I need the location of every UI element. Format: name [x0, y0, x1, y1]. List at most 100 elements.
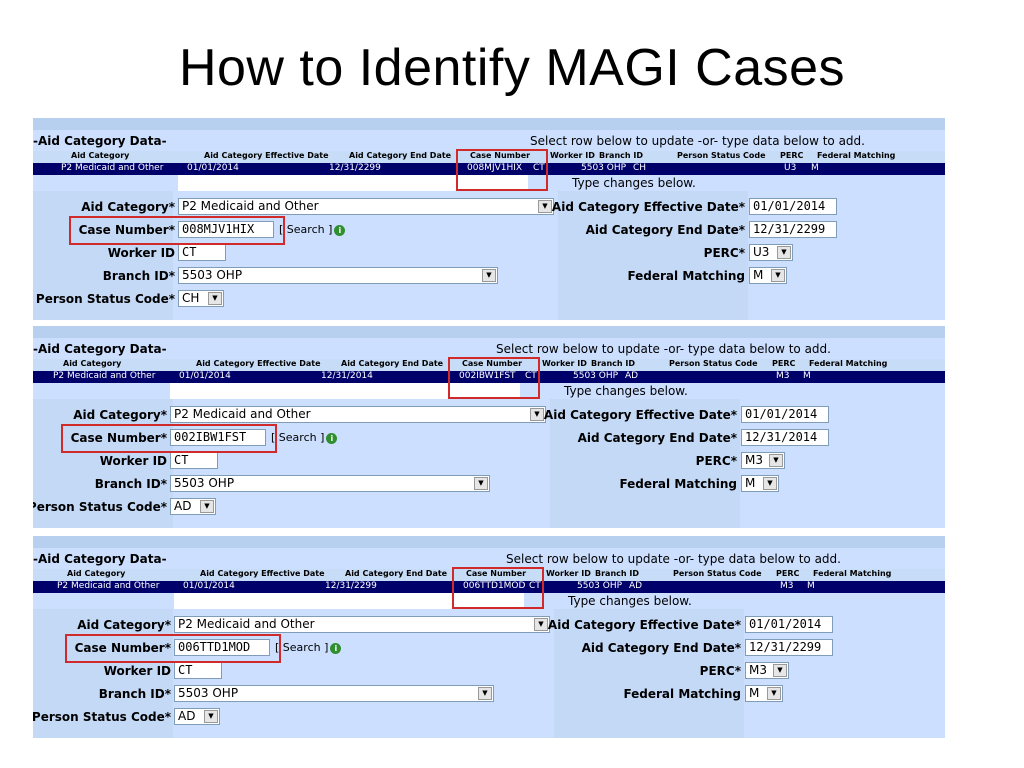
col-branch-id: Branch ID [595, 569, 639, 578]
aid-category-select[interactable]: P2 Medicaid and Other ▼ [178, 198, 554, 215]
info-icon[interactable]: i [334, 224, 346, 236]
worker-id-field[interactable]: CT [178, 244, 226, 261]
label-case-number: Case Number* [70, 431, 167, 445]
col-person-status: Person Status Code [677, 151, 766, 160]
chevron-down-icon[interactable]: ▼ [763, 477, 777, 490]
row-federal-matching: M [803, 371, 811, 381]
aid-category-select[interactable]: P2 Medicaid and Other ▼ [170, 406, 546, 423]
row-aid-category: P2 Medicaid and Other [53, 371, 156, 381]
info-icon[interactable]: i [326, 432, 338, 444]
label-perc: PERC* [703, 246, 745, 260]
label-effective-date: Aid Category Effective Date* [547, 618, 741, 632]
col-aid-category: Aid Category [67, 569, 126, 578]
chevron-down-icon[interactable]: ▼ [478, 687, 492, 700]
row-branch-id: 5503 OHP [577, 581, 623, 591]
row-branch-id: 5503 OHP [573, 371, 619, 381]
row-person-status: AD [625, 371, 639, 381]
chevron-down-icon[interactable]: ▼ [777, 246, 791, 259]
row-federal-matching: M [807, 581, 815, 591]
effective-date-field[interactable]: 01/01/2014 [749, 198, 837, 215]
row-branch-id: 5503 OHP [581, 163, 627, 173]
row-effective-date: 01/01/2014 [187, 163, 239, 173]
chevron-down-icon[interactable]: ▼ [538, 200, 552, 213]
aid-category-select[interactable]: P2 Medicaid and Other ▼ [174, 616, 550, 633]
table-row-selected[interactable]: P2 Medicaid and Other 01/01/2014 12/31/2… [33, 581, 945, 593]
branch-id-select[interactable]: 5503 OHP ▼ [178, 267, 498, 284]
section-title: -Aid Category Data- [33, 552, 167, 566]
search-link[interactable]: Search [286, 223, 325, 236]
aid-category-panel-1: -Aid Category Data- Select row below to … [33, 118, 945, 320]
chevron-down-icon[interactable]: ▼ [208, 292, 222, 305]
label-effective-date: Aid Category Effective Date* [543, 408, 737, 422]
end-date-field[interactable]: 12/31/2014 [741, 429, 829, 446]
person-status-select[interactable]: AD ▼ [170, 498, 216, 515]
col-perc: PERC [780, 151, 804, 160]
table-row-selected[interactable]: P2 Medicaid and Other 01/01/2014 12/31/2… [33, 371, 945, 383]
col-effective-date: Aid Category Effective Date [196, 359, 321, 368]
end-date-field[interactable]: 12/31/2299 [745, 639, 833, 656]
branch-id-select[interactable]: 5503 OHP ▼ [170, 475, 490, 492]
search-link[interactable]: Search [282, 641, 321, 654]
row-end-date: 12/31/2299 [329, 163, 381, 173]
chevron-down-icon[interactable]: ▼ [200, 500, 214, 513]
col-worker-id: Worker ID [550, 151, 595, 160]
type-changes-note: Type changes below. [564, 384, 688, 398]
col-end-date: Aid Category End Date [341, 359, 444, 368]
chevron-down-icon[interactable]: ▼ [769, 454, 783, 467]
worker-id-field[interactable]: CT [170, 452, 218, 469]
branch-id-value: 5503 OHP [178, 686, 239, 700]
section-instructions: Select row below to update -or- type dat… [506, 552, 841, 566]
label-federal-matching: Federal Matching [627, 269, 745, 283]
panel-top-band [33, 536, 945, 548]
effective-date-field[interactable]: 01/01/2014 [741, 406, 829, 423]
case-number-field-highlight [65, 634, 281, 663]
info-icon[interactable]: i [330, 642, 342, 654]
chevron-down-icon[interactable]: ▼ [773, 664, 787, 677]
section-instructions: Select row below to update -or- type dat… [530, 134, 865, 148]
worker-id-field[interactable]: CT [174, 662, 222, 679]
person-status-value: AD [174, 499, 192, 513]
perc-select[interactable]: M3 ▼ [745, 662, 789, 679]
effective-date-field[interactable]: 01/01/2014 [745, 616, 833, 633]
type-changes-note: Type changes below. [568, 594, 692, 608]
section-instructions: Select row below to update -or- type dat… [496, 342, 831, 356]
case-search: [ Search ]i [275, 641, 342, 654]
federal-matching-value: M [749, 686, 760, 700]
label-perc: PERC* [695, 454, 737, 468]
federal-matching-select[interactable]: M ▼ [745, 685, 783, 702]
row-person-status: CH [633, 163, 647, 173]
search-link[interactable]: Search [278, 431, 317, 444]
chevron-down-icon[interactable]: ▼ [530, 408, 544, 421]
col-branch-id: Branch ID [591, 359, 635, 368]
person-status-select[interactable]: AD ▼ [174, 708, 220, 725]
case-number-field[interactable]: 006TTD1MOD [174, 639, 270, 656]
case-number-field[interactable]: 008MJV1HIX [178, 221, 274, 238]
perc-select[interactable]: M3 ▼ [741, 452, 785, 469]
chevron-down-icon[interactable]: ▼ [771, 269, 785, 282]
row-effective-date: 01/01/2014 [179, 371, 231, 381]
table-header-row: Aid Category Aid Category Effective Date… [33, 569, 945, 581]
right-label-column [550, 399, 740, 528]
perc-select[interactable]: U3 ▼ [749, 244, 793, 261]
label-worker-id: Worker ID [103, 664, 171, 678]
branch-id-select[interactable]: 5503 OHP ▼ [174, 685, 494, 702]
row-worker-id: CT [525, 371, 537, 381]
chevron-down-icon[interactable]: ▼ [474, 477, 488, 490]
person-status-select[interactable]: CH ▼ [178, 290, 224, 307]
right-label-column [554, 609, 744, 738]
slide-title: How to Identify MAGI Cases [178, 39, 846, 97]
label-end-date: Aid Category End Date* [585, 223, 745, 237]
chevron-down-icon[interactable]: ▼ [767, 687, 781, 700]
table-row-selected[interactable]: P2 Medicaid and Other 01/01/2014 12/31/2… [33, 163, 945, 175]
section-title: -Aid Category Data- [33, 342, 167, 356]
col-person-status: Person Status Code [669, 359, 758, 368]
chevron-down-icon[interactable]: ▼ [534, 618, 548, 631]
federal-matching-select[interactable]: M ▼ [749, 267, 787, 284]
chevron-down-icon[interactable]: ▼ [482, 269, 496, 282]
perc-value: U3 [753, 245, 770, 259]
case-number-field-highlight [61, 424, 277, 453]
chevron-down-icon[interactable]: ▼ [204, 710, 218, 723]
case-number-field[interactable]: 002IBW1FST [170, 429, 266, 446]
end-date-field[interactable]: 12/31/2299 [749, 221, 837, 238]
federal-matching-select[interactable]: M ▼ [741, 475, 779, 492]
